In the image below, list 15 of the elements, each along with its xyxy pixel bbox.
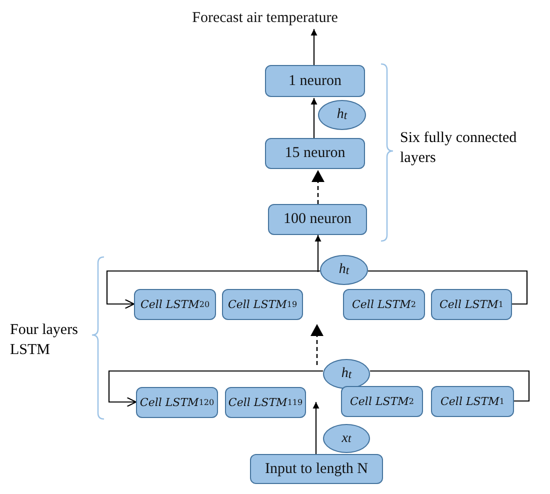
layer-box: 100 neuron xyxy=(268,204,367,235)
arrow xyxy=(311,324,323,365)
group-label: Four layers LSTM xyxy=(10,321,79,360)
arrow xyxy=(314,235,322,272)
arrow xyxy=(312,170,324,204)
group-label: Six fully connected layers xyxy=(400,129,518,168)
layer-box: 15 neuron xyxy=(265,138,365,169)
arrow xyxy=(310,98,318,138)
arrow xyxy=(310,29,318,65)
arrow xyxy=(312,402,320,454)
output-label: Forecast air temperature xyxy=(175,8,355,28)
loop-arrow xyxy=(108,370,323,407)
layer-box: 1 neuron xyxy=(265,65,365,97)
layer-box: Input to length N xyxy=(250,454,383,484)
loop-arrow xyxy=(106,270,320,309)
